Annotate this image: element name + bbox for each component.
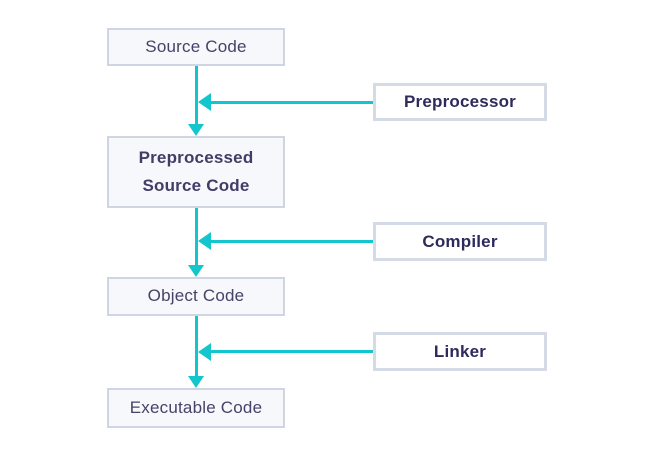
flow-node-preprocessed-source-code: Preprocessed Source Code <box>107 136 285 208</box>
process-node-compiler: Compiler <box>373 222 547 261</box>
arrow-line-preprocessed-to-object <box>195 208 198 265</box>
flow-node-preprocessed-source-code-label: Preprocessed Source Code <box>138 147 254 195</box>
process-node-linker: Linker <box>373 332 547 371</box>
flow-node-source-code-label: Source Code <box>145 36 247 56</box>
arrowhead-down-icon <box>188 124 204 136</box>
flow-node-executable-code: Executable Code <box>107 388 285 428</box>
process-node-linker-label: Linker <box>433 341 487 361</box>
arrowhead-left-icon <box>198 93 211 111</box>
arrowhead-left-icon <box>198 232 211 250</box>
arrow-line-object-to-executable <box>195 316 198 376</box>
arrowhead-left-icon <box>198 343 211 361</box>
flow-node-executable-code-label: Executable Code <box>129 397 263 417</box>
arrowhead-down-icon <box>188 265 204 277</box>
arrow-line-source-to-preprocessed <box>195 66 198 124</box>
flow-node-object-code-label: Object Code <box>147 286 245 306</box>
process-node-compiler-label: Compiler <box>422 231 498 251</box>
arrow-line-preprocessor-input <box>211 101 373 104</box>
process-node-preprocessor-label: Preprocessor <box>403 92 516 111</box>
arrow-line-linker-input <box>211 350 373 353</box>
arrow-line-compiler-input <box>211 240 373 243</box>
flow-node-object-code: Object Code <box>107 277 285 316</box>
arrowhead-down-icon <box>188 376 204 388</box>
flow-node-source-code: Source Code <box>107 28 285 66</box>
process-node-preprocessor: Preprocessor <box>373 83 547 121</box>
